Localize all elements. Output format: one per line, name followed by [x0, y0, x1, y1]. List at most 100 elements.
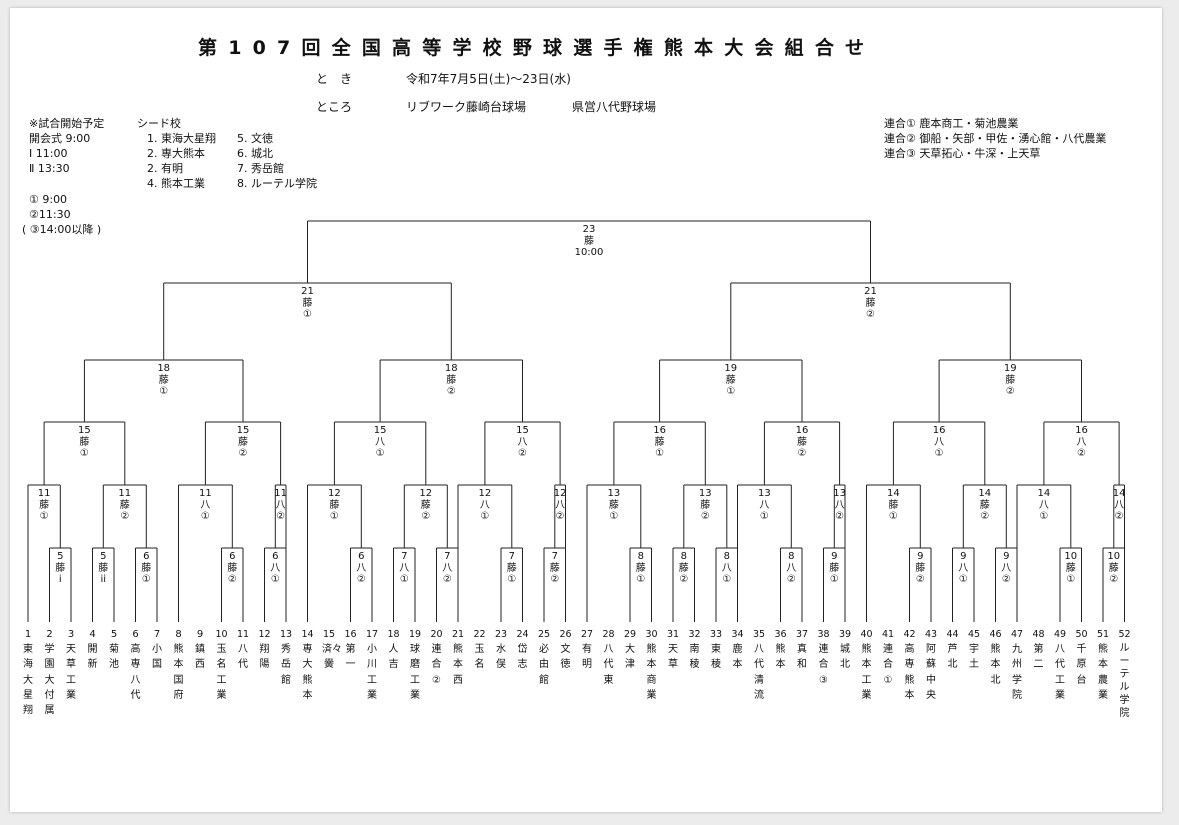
team-number: 43	[924, 629, 938, 640]
team-number: 46	[989, 629, 1002, 640]
match-day: 9	[917, 551, 924, 562]
slot-line: ②11:30	[29, 208, 71, 221]
match-venue: 藤	[98, 562, 109, 574]
team-number: 30	[645, 629, 658, 640]
match-slot: ①	[329, 511, 339, 522]
seed-item: 4. 熊本工業	[147, 177, 205, 190]
seed-item: 1. 東海大星翔	[147, 132, 216, 145]
team-number: 3	[67, 629, 75, 640]
team-number: 27	[580, 629, 594, 640]
team-name: 玉名工業	[216, 644, 227, 701]
match-day: 7	[444, 551, 451, 562]
match-day: 6	[358, 551, 365, 562]
match-day: 14	[978, 488, 992, 499]
match-venue: 八	[1038, 499, 1049, 511]
bracket-sheet	[10, 8, 1162, 812]
match-day: 9	[960, 551, 967, 562]
team-name: 文徳	[560, 644, 571, 671]
time-slots: ① 9:00 ②11:30 ( ③14:00以降 )	[22, 192, 101, 237]
team-name: 熊本国府	[173, 644, 184, 701]
team-name: 有明	[582, 644, 592, 671]
team-number: 26	[559, 629, 572, 640]
match-venue: 藤	[329, 499, 340, 511]
match-slot: ①	[1039, 511, 1049, 522]
match-venue: 八	[517, 436, 528, 448]
team-name: 大津	[625, 644, 635, 671]
match-venue: 藤	[238, 436, 248, 448]
schedule-line: Ⅰ 11:00	[29, 147, 68, 160]
match-slot: ②	[442, 574, 452, 585]
union-item: 連合① 鹿本商工・菊池農業	[884, 117, 1019, 130]
match-slot: ①	[200, 511, 210, 522]
match-venue: 八	[1114, 499, 1125, 511]
match-slot: 10:00	[574, 247, 604, 258]
team-number: 4	[89, 629, 96, 640]
team-name: 九州学院	[1012, 644, 1022, 701]
match-slot: ②	[276, 511, 286, 522]
seed-item: 8. ルーテル学院	[237, 177, 317, 190]
match-day: 12	[328, 488, 341, 499]
team-number: 14	[301, 629, 314, 640]
match-day: 13	[607, 488, 621, 499]
seed-item: 6. 城北	[237, 147, 273, 160]
match-venue: 八	[356, 562, 367, 574]
match-day: 5	[57, 551, 64, 562]
team-name: 菊池	[109, 644, 119, 671]
page-title: 第107回全国高等学校野球選手権熊本大会組合せ	[198, 37, 876, 59]
team-name: 八代清流	[754, 644, 764, 701]
team-name: 小川工業	[367, 644, 377, 701]
team-number: 12	[258, 629, 271, 640]
match-venue: 藤	[506, 562, 517, 574]
match-day: 16	[1075, 425, 1088, 436]
match-venue: 藤	[865, 297, 876, 309]
match-slot: ①	[958, 574, 968, 585]
match-venue: 藤	[1108, 562, 1119, 574]
team-number: 16	[344, 629, 357, 640]
team-name: 小国	[152, 644, 162, 671]
match-venue: 藤	[678, 562, 689, 574]
team-name: 必由館	[539, 644, 549, 686]
match-slot: ①	[722, 574, 732, 585]
match-slot: ①	[303, 309, 312, 320]
match-slot: ①	[79, 448, 89, 459]
match-day: 8	[723, 551, 730, 562]
match-venue: 八	[442, 562, 453, 574]
match-venue: 八	[399, 562, 410, 574]
team-number: 39	[838, 629, 852, 640]
match-venue: 藤	[725, 374, 736, 386]
team-number: 44	[946, 629, 959, 640]
team-name: 八代東	[603, 644, 614, 686]
match-day: 9	[1003, 551, 1010, 562]
match-venue: 藤	[158, 374, 169, 386]
match-venue: 藤	[635, 562, 646, 574]
match-day: 13	[698, 488, 712, 499]
when-label: と き	[316, 72, 353, 86]
